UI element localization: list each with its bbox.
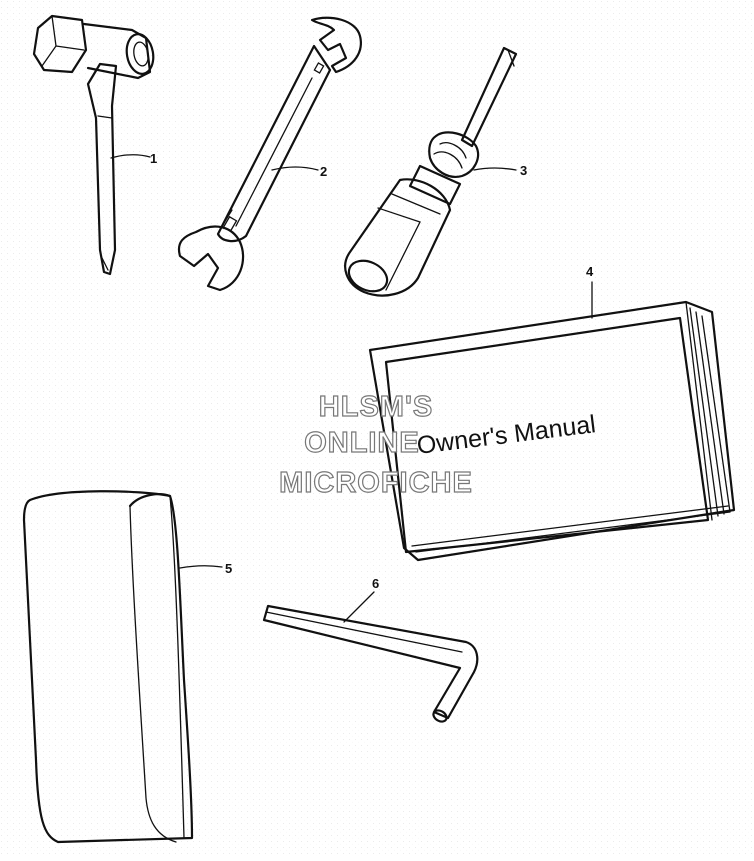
hex-key-drawing	[262, 604, 479, 723]
callout-5: 5	[225, 561, 232, 576]
tool-bag-drawing	[22, 490, 194, 844]
leader-1	[110, 154, 151, 159]
callout-6: 6	[372, 576, 379, 591]
leader-6	[343, 591, 375, 623]
leader-3	[473, 167, 517, 171]
watermark: HLSM'S ONLINE MICROFICHE	[279, 390, 473, 499]
callout-3: 3	[520, 163, 527, 178]
leader-5	[179, 565, 223, 569]
callout-2: 2	[320, 164, 327, 179]
watermark-line-1: HLSM'S	[319, 391, 433, 423]
callout-1: 1	[150, 151, 157, 166]
screwdriver-drawing	[344, 46, 518, 297]
watermark-line-2: ONLINE	[304, 427, 420, 459]
plug-wrench-drawing	[32, 14, 155, 276]
leader-2	[271, 166, 319, 171]
wrench-drawing	[177, 16, 362, 292]
watermark-line-3: MICROFICHE	[279, 467, 473, 499]
callout-4: 4	[586, 264, 594, 279]
owners-manual-drawing	[368, 300, 736, 562]
